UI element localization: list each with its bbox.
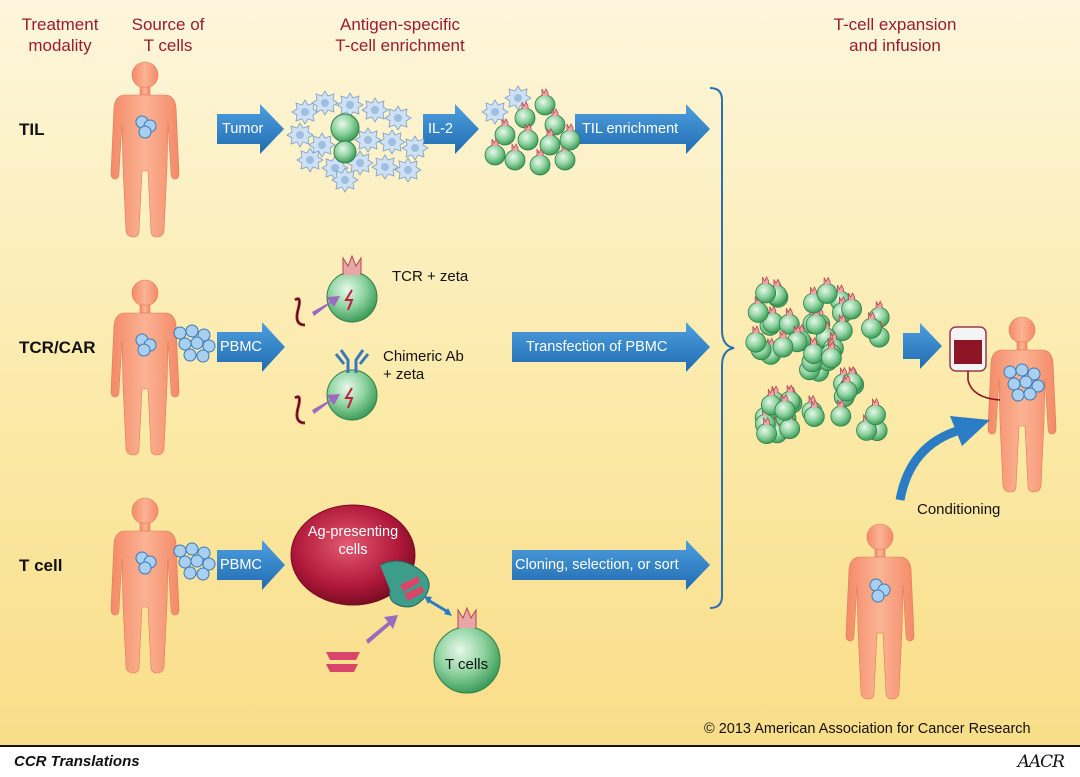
tcr-cell (294, 254, 378, 327)
arrow-pbmc-1 (217, 322, 285, 372)
arrow-pbmc-2 (217, 540, 285, 590)
bracket (709, 87, 735, 609)
row-label-tcell: T cell (19, 556, 63, 575)
arrow-tumor (217, 104, 284, 154)
expanded-tcell-mass (745, 276, 890, 445)
row-label-tcr-car: TCR/CAR (19, 338, 96, 357)
conditioning-arrow (895, 416, 990, 501)
tumor-mass (286, 90, 429, 193)
arrow-label-tumor: Tumor (222, 121, 264, 137)
label-chimeric-ab: Chimeric Ab + zeta (383, 348, 464, 383)
header-source-of-tcells: Source of T cells (131, 15, 205, 55)
footer-bar (0, 745, 1080, 777)
arrow-label-cloning: Cloning, selection, or sort (515, 557, 679, 573)
body-figure-conditioning (845, 523, 915, 700)
body-figure-tcr (110, 279, 180, 456)
aacr-logo: AACR (1017, 752, 1065, 772)
header-treatment-modality: Treatment modality (21, 15, 99, 55)
body-figure-patient (987, 316, 1057, 493)
arrow-label-pbmc-1: PBMC (220, 339, 262, 355)
arrow-infusion (903, 323, 942, 369)
arrow-transfection (512, 322, 710, 372)
til-cluster (481, 85, 581, 176)
body-figure-tcell (110, 497, 180, 674)
expanded-tcell (865, 398, 886, 426)
infusion-bag (949, 326, 1001, 401)
arrow-label-til-enrichment: TIL enrichment (582, 121, 679, 137)
arrow-label-il2: IL-2 (428, 121, 453, 137)
label-t-cells: T cells (445, 656, 489, 673)
t-cell-bottom (433, 606, 501, 694)
arrow-til-enrichment (575, 104, 710, 154)
label-tcr-zeta: TCR + zeta (392, 268, 469, 285)
arrow-label-pbmc-2: PBMC (220, 557, 262, 573)
car-cell (294, 349, 378, 425)
label-ag-presenting-cells: Ag-presenting cells (307, 524, 399, 558)
pbmc-cluster-2 (173, 542, 216, 581)
row-label-til: TIL (19, 120, 45, 139)
body-figure-til (110, 61, 180, 238)
copyright-notice: © 2013 American Association for Cancer R… (704, 721, 1031, 737)
expanded-tcell (816, 277, 838, 304)
header-expansion-infusion: T-cell expansion and infusion (833, 15, 957, 55)
expanded-tcell (755, 276, 776, 304)
label-conditioning: Conditioning (917, 501, 1001, 518)
arrow-il2 (423, 104, 479, 154)
header-antigen-enrichment: Antigen-specific T-cell enrichment (335, 15, 465, 55)
arrow-cloning (512, 540, 710, 590)
ag-presenting-cell (290, 504, 452, 672)
arrow-label-transfection: Transfection of PBMC (526, 339, 668, 355)
pbmc-cluster-1 (173, 324, 216, 363)
footer-ccr-translations: CCR Translations (14, 753, 140, 770)
